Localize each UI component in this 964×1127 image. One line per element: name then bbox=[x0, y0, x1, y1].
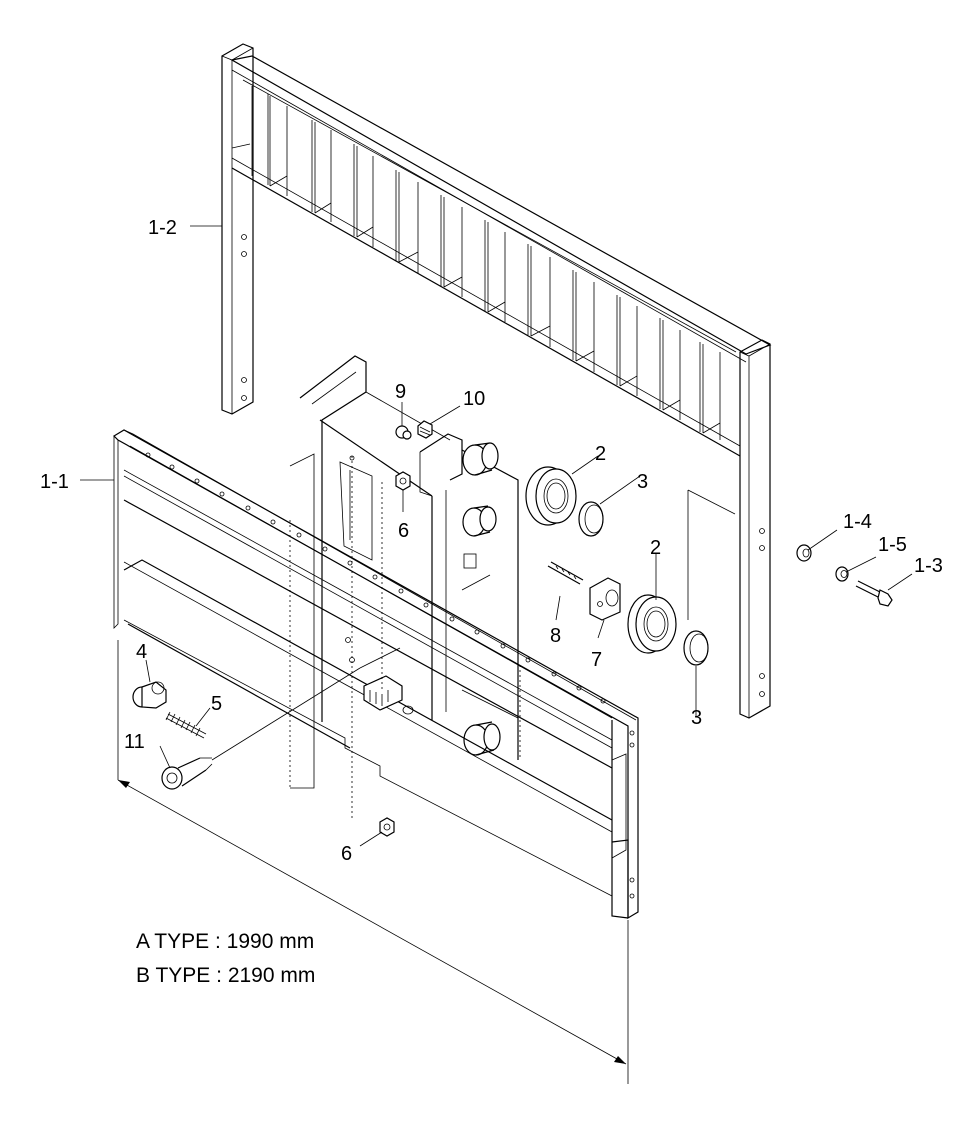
label-2-top: 2 bbox=[595, 443, 606, 465]
upper-backrest-frame bbox=[221, 43, 772, 719]
bumper-4 bbox=[132, 681, 167, 709]
label-2-bottom: 2 bbox=[650, 537, 661, 559]
label-1-4: 1-4 bbox=[843, 511, 872, 533]
label-5: 5 bbox=[211, 693, 222, 715]
carriage-plate bbox=[289, 355, 519, 789]
label-1-5: 1-5 bbox=[878, 534, 907, 556]
note-type-a: A TYPE : 1990 mm bbox=[136, 930, 314, 953]
grease-fitting-10 bbox=[417, 420, 433, 439]
shaft-lower bbox=[463, 721, 501, 756]
lower-fork-frame bbox=[113, 429, 639, 920]
leader-lines bbox=[80, 225, 913, 847]
lock-washer-1-5 bbox=[835, 566, 849, 582]
label-3-bottom: 3 bbox=[691, 707, 702, 729]
label-10: 10 bbox=[463, 388, 485, 410]
snap-ring-3-bottom bbox=[683, 630, 709, 666]
width-dimension bbox=[117, 640, 629, 1084]
bearing-2-top bbox=[525, 466, 577, 526]
label-1-3: 1-3 bbox=[914, 555, 943, 577]
label-8: 8 bbox=[550, 625, 561, 647]
label-7: 7 bbox=[591, 649, 602, 671]
set-screw-8 bbox=[547, 561, 584, 585]
label-1-1: 1-1 bbox=[40, 471, 69, 493]
label-4: 4 bbox=[136, 641, 147, 663]
shaft-upper bbox=[462, 442, 499, 476]
fitting-9 bbox=[395, 425, 412, 440]
nut-6-lower bbox=[379, 817, 395, 837]
note-type-b: B TYPE : 2190 mm bbox=[136, 964, 315, 987]
shaft-middle bbox=[462, 505, 497, 537]
label-9: 9 bbox=[395, 381, 406, 403]
bearing-2-bottom bbox=[627, 594, 677, 654]
nut-6-upper bbox=[395, 471, 411, 491]
snap-ring-3-top bbox=[578, 501, 604, 537]
label-1-2: 1-2 bbox=[148, 217, 177, 239]
bolt-1-3 bbox=[855, 580, 893, 607]
label-3-top: 3 bbox=[637, 471, 648, 493]
label-11: 11 bbox=[124, 731, 145, 753]
spring-5 bbox=[165, 711, 207, 739]
label-6-upper: 6 bbox=[398, 520, 409, 542]
label-6-lower: 6 bbox=[341, 843, 352, 865]
washer-1-4 bbox=[796, 544, 812, 562]
collar-7 bbox=[589, 577, 621, 621]
long-bolt-11 bbox=[161, 757, 213, 790]
